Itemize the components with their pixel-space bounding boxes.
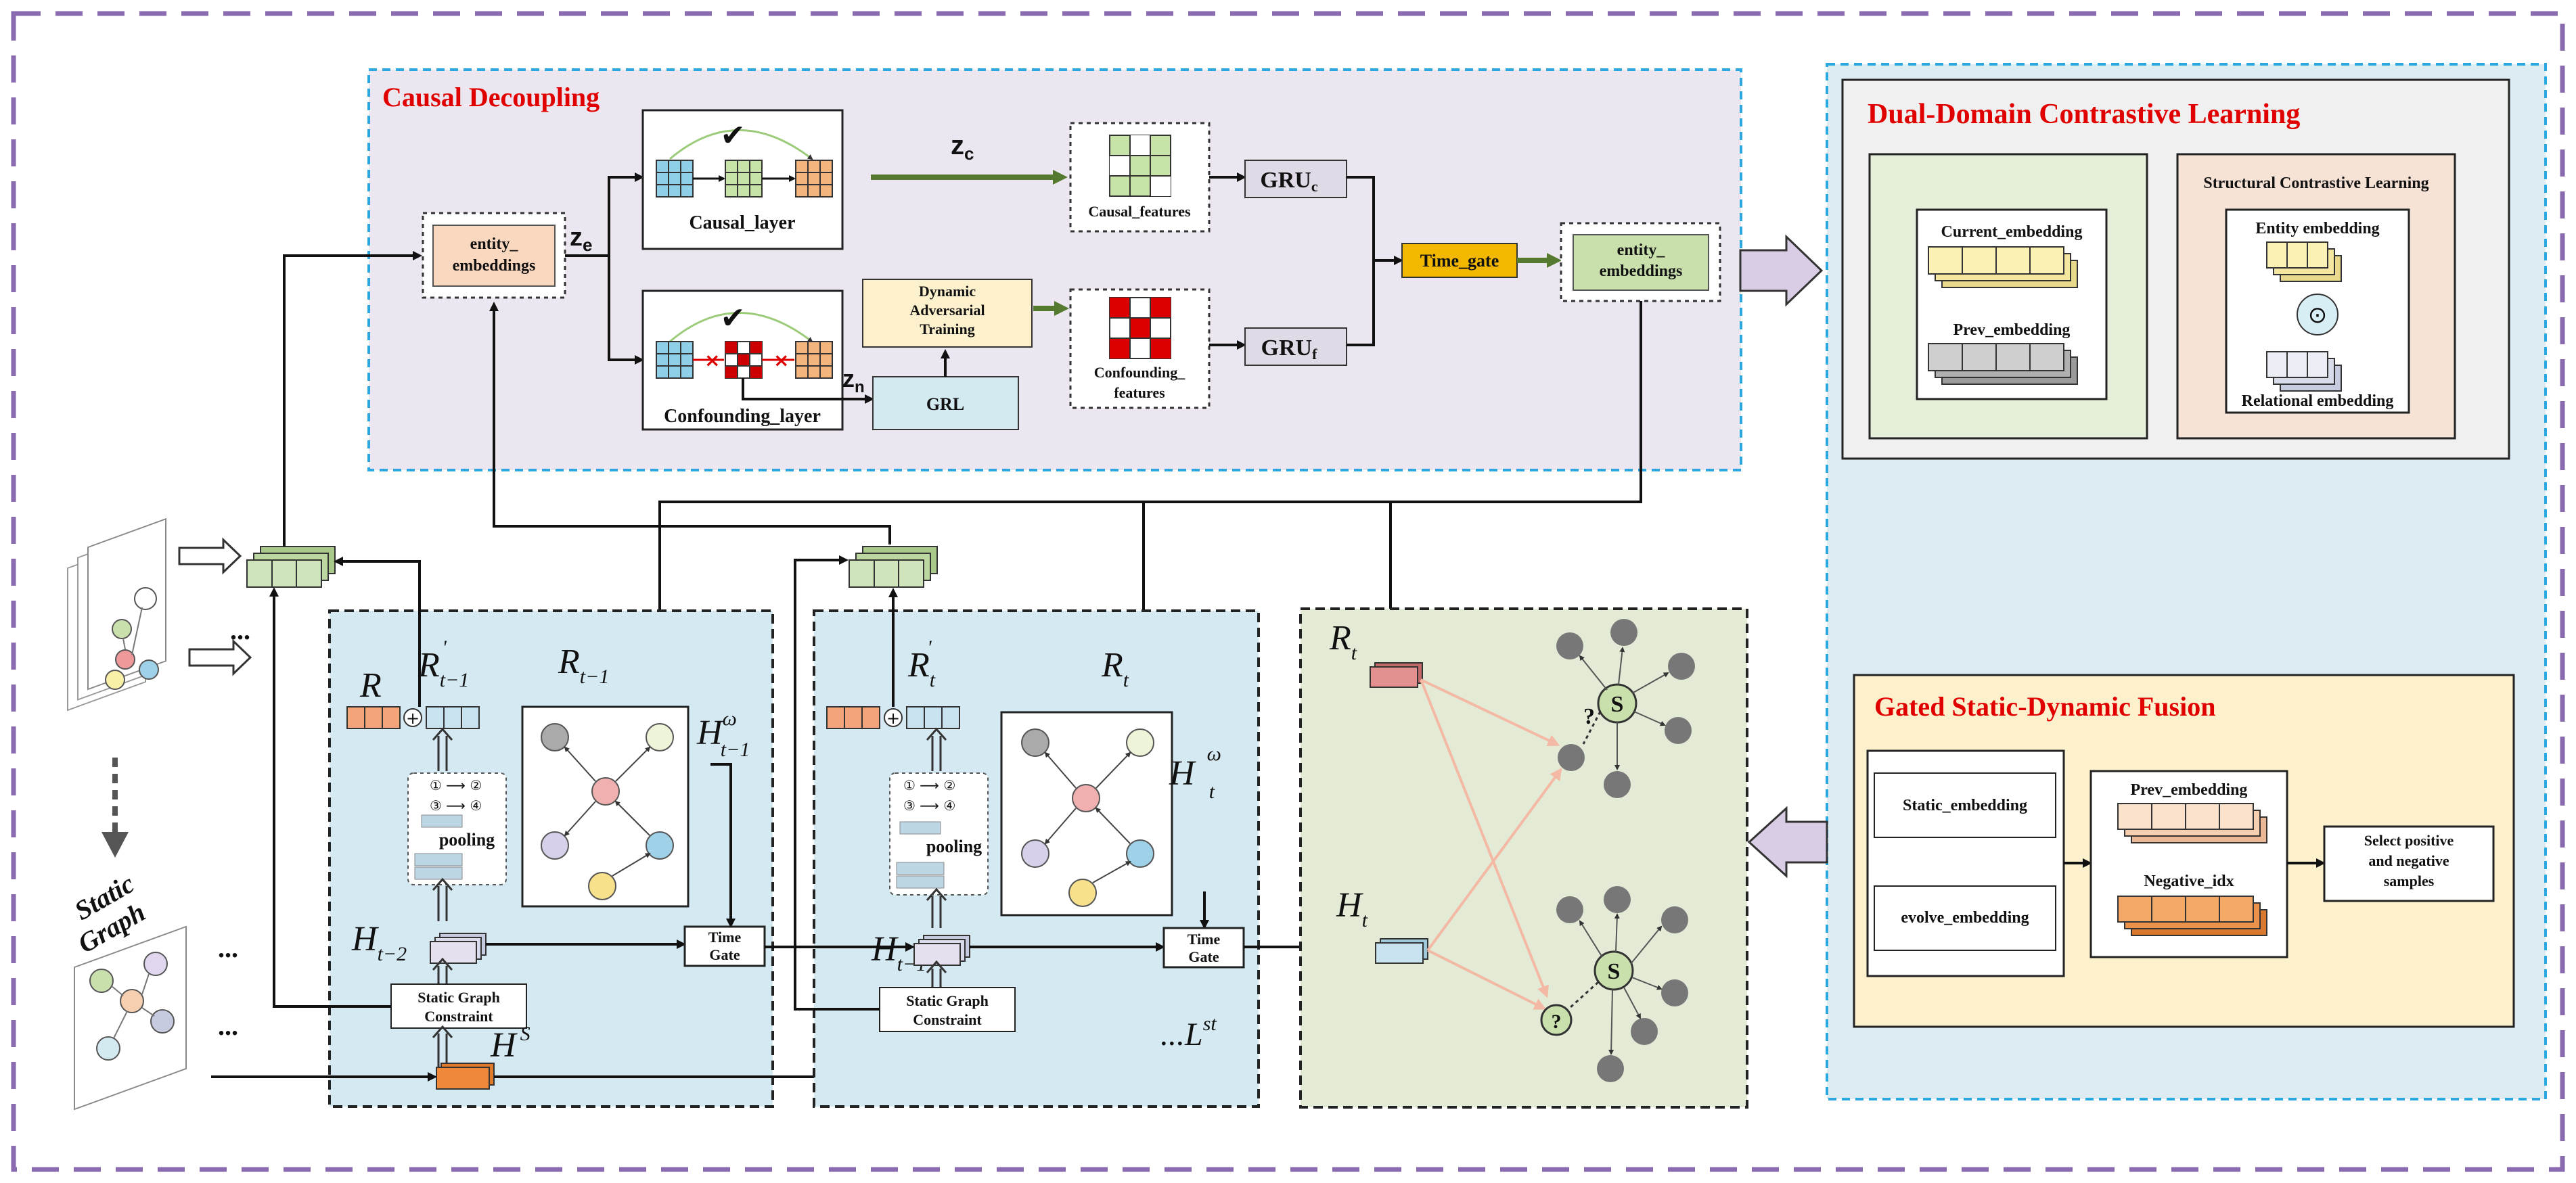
- svg-text:Ht−2: Ht−2: [351, 920, 407, 965]
- entity-embeddings-in: [432, 225, 556, 287]
- confounding-layer-label: Confounding_layer: [664, 406, 821, 427]
- svg-text:Rt: Rt: [1329, 619, 1357, 664]
- svg-text:?: ?: [1552, 1011, 1562, 1033]
- svg-text:embeddings: embeddings: [1600, 262, 1683, 280]
- svg-text:...: ...: [230, 615, 250, 645]
- svg-text:Gate: Gate: [1188, 948, 1219, 965]
- dual-title: Dual-Domain Contrastive Learning: [1868, 99, 2300, 130]
- svg-text:Structural Contrastive Learnin: Structural Contrastive Learning: [2203, 175, 2428, 192]
- svg-text:HS: HS: [490, 1023, 530, 1065]
- svg-text:Select positive: Select positive: [2364, 832, 2454, 849]
- svg-text:✔: ✔: [721, 301, 746, 335]
- ze-label: ze: [570, 223, 592, 255]
- outer-frame: [11, 11, 2565, 1172]
- dynamic-adversarial-box: [862, 279, 1033, 348]
- svg-text:Static_embedding: Static_embedding: [1903, 797, 2027, 814]
- dual-domain-panel: Dual-Domain Contrastive Learning Current…: [1826, 63, 2547, 1100]
- entity-in-line1: entity_: [470, 235, 519, 253]
- svg-text:Static Graph: Static Graph: [906, 992, 989, 1009]
- svg-text:Gate: Gate: [709, 946, 740, 963]
- svg-text:S: S: [1611, 692, 1624, 717]
- svg-text:Entity embedding: Entity embedding: [2255, 220, 2379, 237]
- entity-embeddings-out: [1573, 234, 1709, 291]
- svg-text:✔: ✔: [721, 118, 746, 153]
- layer-1-panel: R + Rt−1' ① ⟶ ② ③ ⟶ ④ pooling Rt−1: [269, 557, 774, 1108]
- svg-text:Current_embedding: Current_embedding: [1941, 223, 2083, 241]
- svg-text:GRUf: GRUf: [1261, 335, 1318, 363]
- svg-text:① ⟶ ②: ① ⟶ ②: [430, 777, 482, 793]
- causal-features-label: Causal_features: [1088, 203, 1191, 220]
- svg-text:Time: Time: [1188, 931, 1221, 948]
- gated-title: Gated Static-Dynamic Fusion: [1874, 691, 2215, 722]
- svg-text:Rt': Rt': [907, 636, 936, 691]
- svg-text:features: features: [1114, 384, 1165, 401]
- svg-text:S: S: [1608, 959, 1621, 984]
- time-gate-box: [1401, 243, 1518, 278]
- entity-in-line2: embeddings: [453, 257, 536, 275]
- svg-text:Static Graph: Static Graph: [417, 989, 500, 1006]
- causal-title: Causal Decoupling: [382, 82, 600, 112]
- gru-f-box: [1244, 327, 1347, 366]
- svg-text:×: ×: [773, 349, 789, 371]
- svg-text:Time_gate: Time_gate: [1420, 251, 1499, 271]
- svg-text:?: ?: [1583, 704, 1595, 729]
- green-stack-2: [849, 546, 938, 588]
- prediction-panel: Rt Ht S ? S: [1299, 607, 1748, 1109]
- svg-text:evolve_embedding: evolve_embedding: [1901, 909, 2029, 927]
- green-stack-1: [246, 546, 336, 588]
- svg-text:③ ⟶ ④: ③ ⟶ ④: [430, 797, 482, 814]
- svg-text:...: ...: [218, 1011, 238, 1041]
- left-inputs: TKG ... ... ... Static Graph: [67, 517, 252, 1111]
- svg-text:...: ...: [218, 933, 238, 963]
- svg-text:...Lst: ...Lst: [1160, 1013, 1217, 1052]
- svg-text:entity_: entity_: [1617, 241, 1666, 259]
- svg-text:① ⟶ ②: ① ⟶ ②: [903, 777, 955, 793]
- causal-decoupling-panel: Causal Decoupling entity_ embeddings ze …: [367, 68, 1742, 471]
- svg-text:Training: Training: [920, 321, 975, 338]
- svg-text:Adversarial: Adversarial: [909, 302, 985, 319]
- svg-text:samples: samples: [2384, 873, 2435, 889]
- svg-text:and negative: and negative: [2368, 852, 2449, 869]
- time-gate-1: [683, 925, 766, 967]
- svg-text:Confounding_: Confounding_: [1094, 364, 1186, 381]
- svg-text:Rt−1': Rt−1': [417, 636, 469, 691]
- svg-text:Constraint: Constraint: [913, 1011, 982, 1028]
- svg-text:Constraint: Constraint: [424, 1008, 493, 1025]
- svg-text:Ht: Ht: [1336, 886, 1368, 931]
- svg-text:⊙: ⊙: [2308, 302, 2328, 329]
- svg-text:Hωt−1: Hωt−1: [696, 708, 750, 761]
- svg-text:Relational embedding: Relational embedding: [2242, 392, 2394, 410]
- svg-text:pooling: pooling: [926, 837, 982, 856]
- svg-text:GRUc: GRUc: [1260, 168, 1318, 195]
- svg-text:Rt−1: Rt−1: [558, 643, 609, 688]
- causal-layer-label: Causal_layer: [689, 212, 795, 233]
- svg-text:+: +: [886, 709, 900, 728]
- zc-label: zc: [951, 131, 974, 164]
- svg-text:Time: Time: [708, 929, 742, 946]
- svg-text:Prev_embedding: Prev_embedding: [1953, 321, 2071, 339]
- zn-label: zn: [842, 365, 865, 396]
- svg-text:×: ×: [704, 349, 720, 371]
- svg-text:③ ⟶ ④: ③ ⟶ ④: [903, 797, 955, 814]
- arrow-to-dual: [1739, 234, 1824, 307]
- svg-text:+: +: [406, 709, 420, 728]
- svg-text:R: R: [359, 666, 382, 705]
- gru-c-box: [1244, 160, 1347, 198]
- svg-text:Dynamic: Dynamic: [919, 283, 976, 300]
- svg-text:pooling: pooling: [439, 830, 495, 850]
- svg-text:Negative_idx: Negative_idx: [2144, 873, 2234, 890]
- time-gate-2: [1162, 927, 1245, 969]
- svg-text:Prev_embedding: Prev_embedding: [2131, 781, 2248, 799]
- svg-text:Hωt: Hωt: [1169, 743, 1221, 803]
- arrow-to-pred: [1747, 806, 1828, 879]
- svg-text:GRL: GRL: [926, 394, 964, 414]
- svg-text:Rt: Rt: [1101, 646, 1129, 691]
